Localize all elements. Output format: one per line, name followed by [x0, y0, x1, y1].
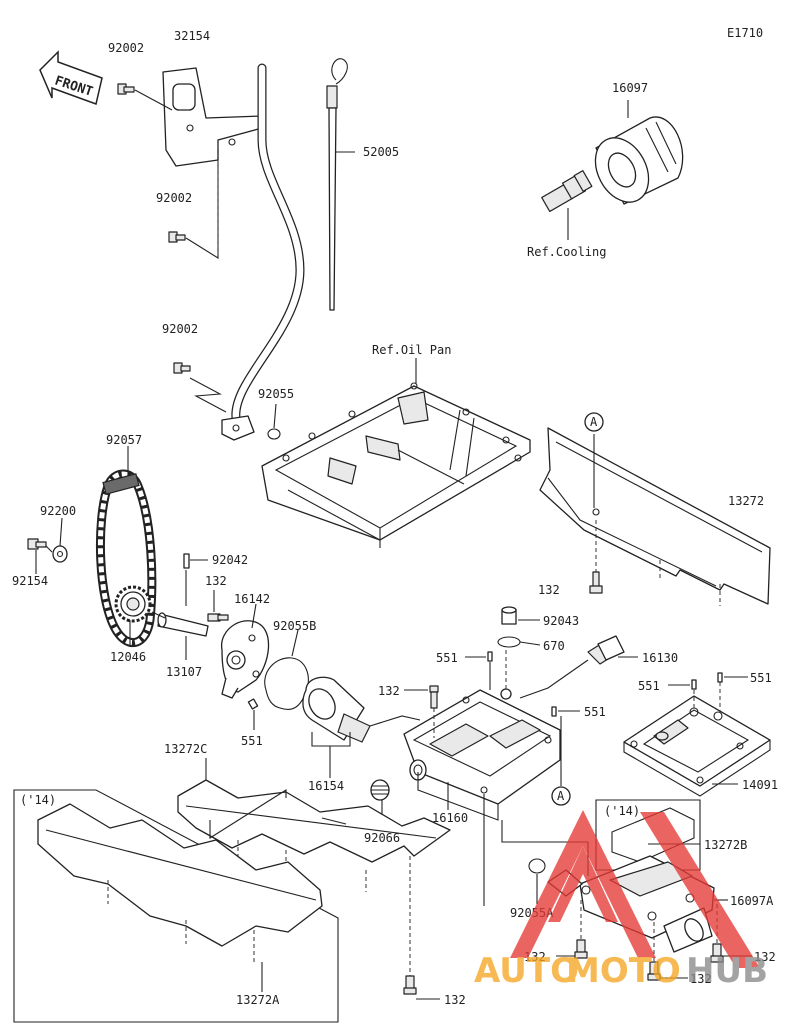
ref-a-circle-bottom: A	[551, 786, 571, 806]
shaft-13107	[157, 612, 209, 637]
label-13272c: 13272C	[164, 742, 207, 756]
pin-551-c	[551, 706, 557, 717]
label-16154: 16154	[308, 779, 344, 793]
label-16142: 16142	[234, 592, 270, 606]
label-132-e: 132	[690, 972, 712, 986]
dipstick-tube	[221, 63, 305, 441]
label-92043: 92043	[543, 614, 579, 628]
collar-92043	[501, 606, 517, 625]
bolt-132-b	[589, 571, 603, 594]
bolt-132-a	[207, 613, 229, 622]
watermark-auto: AUTO	[474, 951, 579, 991]
label-92055: 92055	[258, 387, 294, 401]
label-16097a: 16097A	[730, 894, 774, 908]
sprocket-12046	[114, 585, 152, 623]
bolt-132-e	[647, 961, 661, 981]
svg-text:A: A	[557, 789, 565, 803]
label-132-a: 132	[205, 574, 227, 588]
label-32154: 32154	[174, 29, 210, 43]
label-16160: 16160	[432, 811, 468, 825]
label-year-14-left: ('14)	[20, 793, 56, 807]
label-92055b: 92055B	[273, 619, 316, 633]
watermark-hub: HUB	[686, 951, 768, 991]
filter-fitting	[541, 170, 593, 213]
oil-filter-16097	[594, 100, 684, 205]
bolt-132-f	[710, 943, 724, 963]
ref-a-circle-top: A	[584, 412, 604, 432]
label-132-b: 132	[538, 583, 560, 597]
label-13272: 13272	[728, 494, 764, 508]
fitting-16130	[587, 635, 625, 665]
chain-92057	[95, 469, 157, 648]
bolt-132-d	[574, 939, 588, 959]
label-551-a: 551	[241, 734, 263, 748]
o-ring-92055	[267, 428, 281, 440]
label-132-c: 132	[378, 684, 400, 698]
relief-valve-92066	[370, 779, 390, 801]
bolt-92002-a	[117, 83, 135, 95]
washer-92200	[52, 545, 68, 563]
bolt-132-g	[403, 975, 417, 995]
oil-pump-16142	[221, 620, 270, 699]
label-13107: 13107	[166, 665, 202, 679]
label-16130: 16130	[642, 651, 678, 665]
dipstick-52005	[326, 58, 355, 311]
label-92057: 92057	[106, 433, 142, 447]
label-14091: 14091	[742, 778, 778, 792]
label-92042: 92042	[212, 553, 248, 567]
gasket-92055b	[264, 657, 309, 710]
watermark-logo: AUTO MOTO HUB	[474, 810, 768, 991]
o-ring-670	[497, 636, 521, 648]
label-551-d: 551	[638, 679, 660, 693]
bolt-92002-c	[173, 362, 191, 374]
watermark-moto: MOTO	[566, 951, 681, 991]
cover-13272	[539, 427, 771, 605]
bolt-92002-b	[168, 231, 186, 243]
year-14-box-left	[13, 789, 339, 1023]
diagram-code: E1710	[727, 26, 763, 40]
label-132-f: 132	[754, 950, 776, 964]
o-ring-92055a	[528, 858, 546, 874]
label-92200: 92200	[40, 504, 76, 518]
bolt-92154	[27, 538, 47, 550]
label-ref-cooling: Ref.Cooling	[527, 245, 606, 259]
label-92002-c: 92002	[162, 322, 198, 336]
gasket-13272b	[611, 807, 695, 863]
pin-551-d	[691, 679, 697, 690]
label-year-14-right: ('14)	[604, 804, 640, 818]
label-92002-b: 92002	[156, 191, 192, 205]
label-551-b: 551	[436, 651, 458, 665]
pin-92042	[183, 553, 190, 569]
label-551-c: 551	[584, 705, 606, 719]
label-12046: 12046	[110, 650, 146, 664]
label-52005: 52005	[363, 145, 399, 159]
pump-body-16160	[403, 688, 561, 821]
strainer-16154	[302, 676, 421, 743]
label-13272a: 13272A	[236, 993, 280, 1007]
cover-14091	[623, 695, 771, 797]
label-ref-oil-pan: Ref.Oil Pan	[372, 343, 451, 357]
oil-pan	[261, 382, 531, 548]
bolt-132-c	[429, 685, 439, 709]
label-132-g: 132	[444, 993, 466, 1007]
pin-551-b	[487, 651, 493, 662]
label-670: 670	[543, 639, 565, 653]
label-92154: 92154	[12, 574, 48, 588]
label-92002-a: 92002	[108, 41, 144, 55]
label-16097: 16097	[612, 81, 648, 95]
label-551-e: 551	[750, 671, 772, 685]
pin-551-e	[717, 672, 723, 683]
bracket-32154	[162, 67, 263, 167]
svg-text:A: A	[590, 415, 598, 429]
label-92066: 92066	[364, 831, 400, 845]
front-arrow-icon: FRONT	[39, 50, 103, 105]
pin-551-a	[247, 698, 259, 710]
label-13272b: 13272B	[704, 838, 747, 852]
